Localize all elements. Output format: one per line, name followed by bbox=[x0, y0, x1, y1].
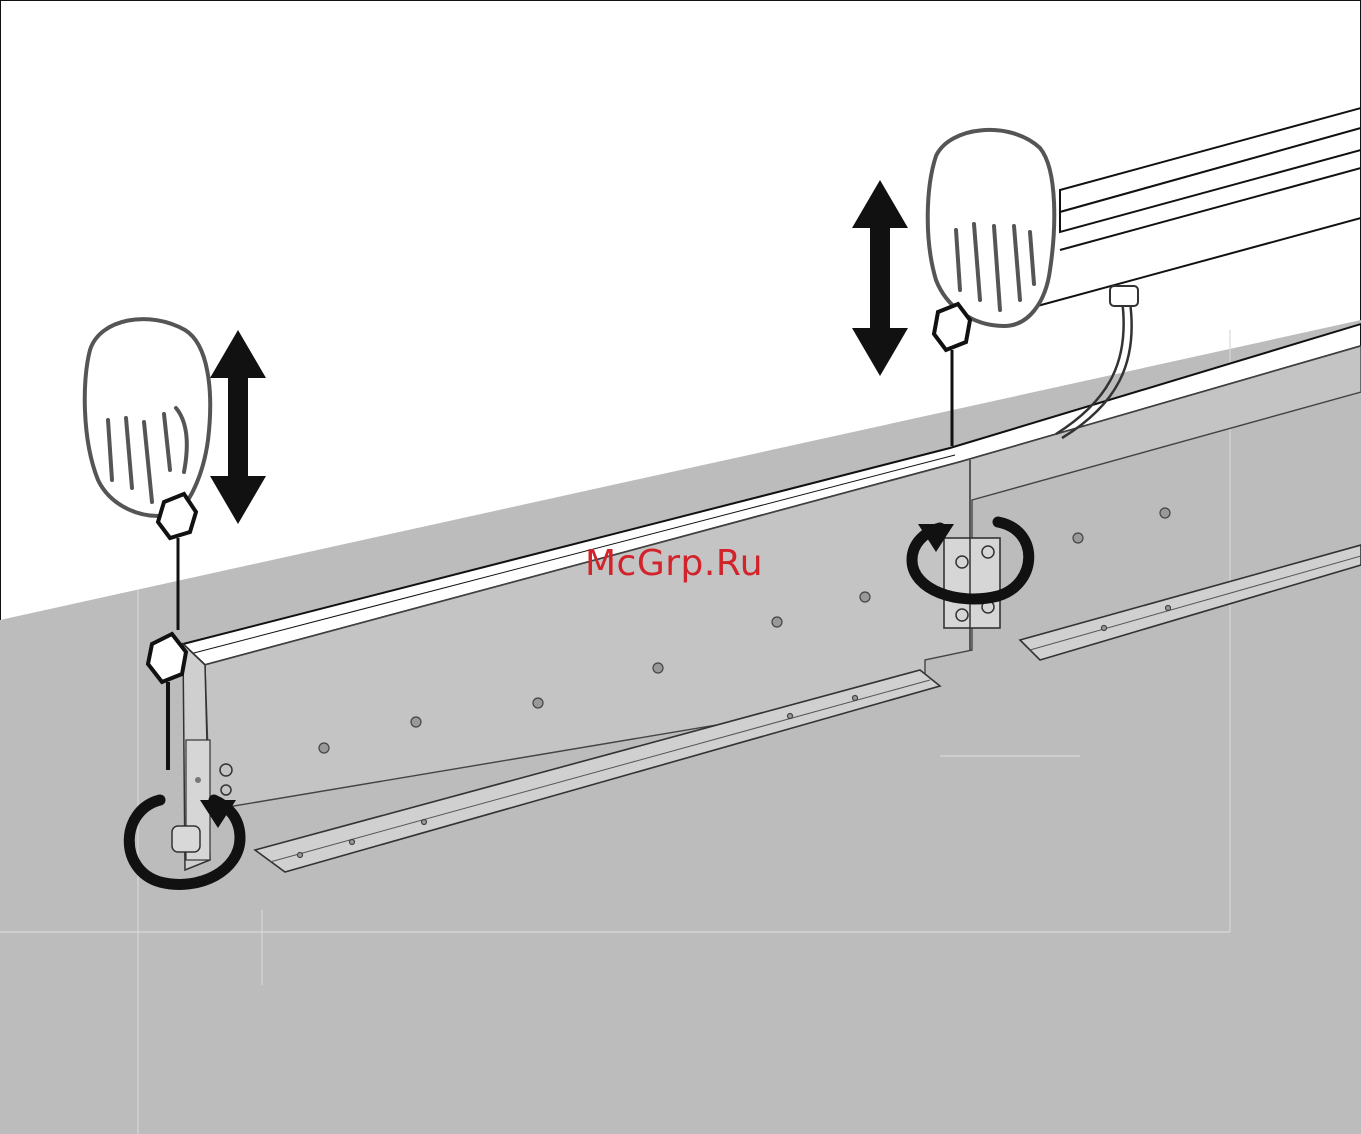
ceiling-rail bbox=[1030, 108, 1361, 308]
right-hand-icon bbox=[928, 130, 1055, 326]
left-hand-icon bbox=[85, 319, 210, 516]
left-up-down-arrow-icon bbox=[210, 330, 266, 524]
watermark-text: McGrp.Ru bbox=[585, 546, 763, 582]
right-up-down-arrow-icon bbox=[852, 180, 908, 376]
cable-gland bbox=[1110, 286, 1138, 306]
